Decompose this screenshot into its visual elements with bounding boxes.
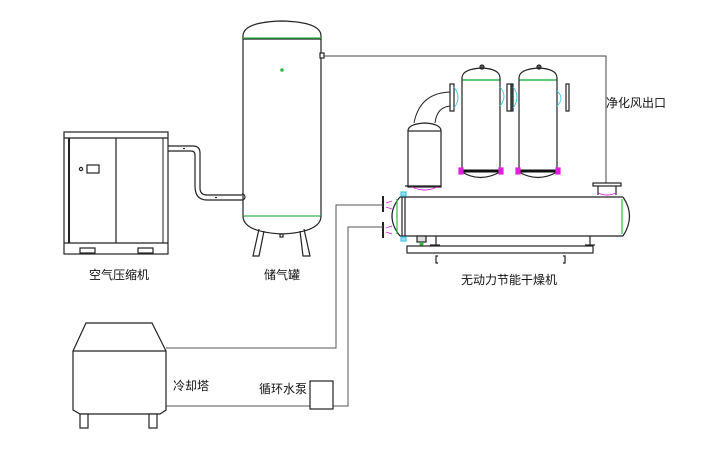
- label-dryer: 无动力节能干燥机: [461, 273, 558, 287]
- indicator-light-icon: [78, 166, 84, 172]
- circulating-pump: [309, 380, 334, 410]
- pipe-tank-to-outlet: [324, 55, 607, 183]
- gauge-dot: [280, 68, 284, 72]
- label-cooling-tower: 冷却塔: [173, 379, 210, 393]
- label-air-tank: 储气罐: [264, 268, 301, 282]
- control-panel-icon: [86, 164, 100, 174]
- air-compressor: [63, 131, 169, 255]
- pipe-compressor-to-tank: [168, 145, 246, 201]
- label-clean-air-outlet: 净化风出口: [606, 96, 667, 110]
- label-air-compressor: 空气压缩机: [89, 268, 150, 282]
- label-circulating-pump: 循环水泵: [259, 382, 308, 396]
- dryer-unit: [382, 64, 631, 264]
- vent-slot: [79, 247, 96, 254]
- vent-slot: [137, 247, 154, 254]
- cooling-water-pipes: [166, 204, 383, 407]
- air-storage-tank: [242, 20, 325, 257]
- cooling-tower: [72, 322, 167, 429]
